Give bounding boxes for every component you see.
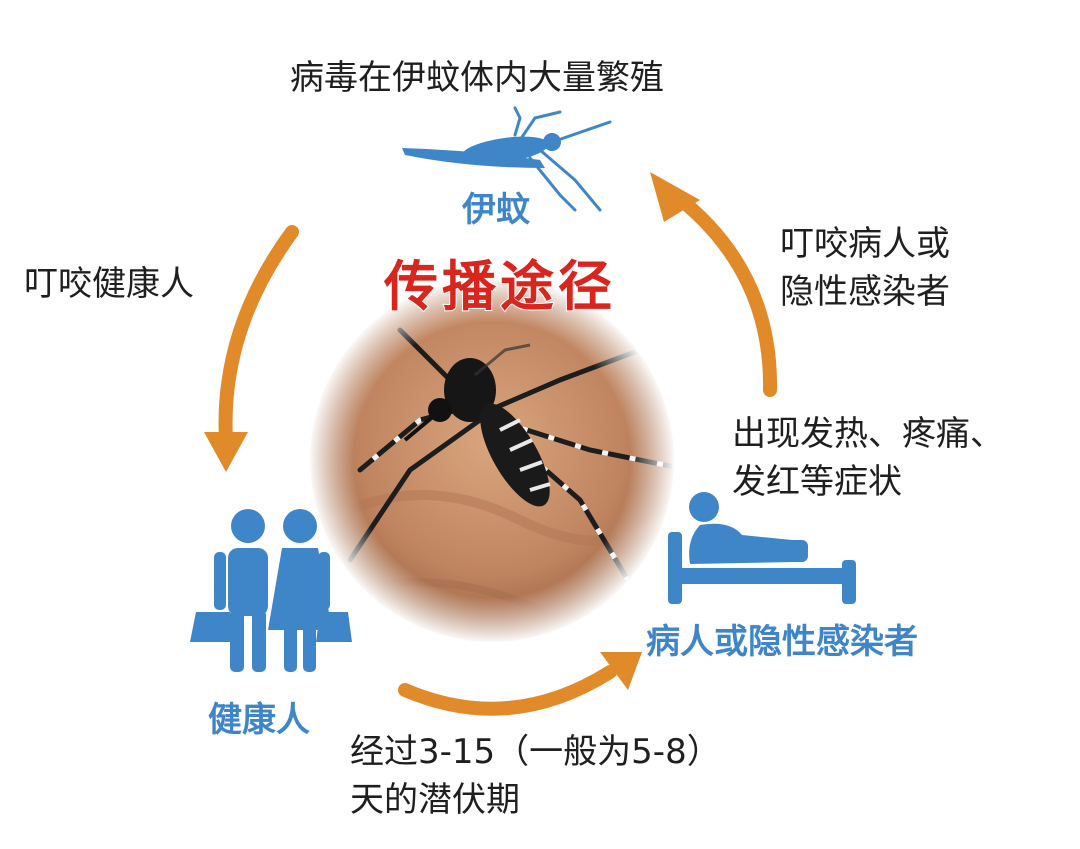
arrow-head-left	[204, 432, 248, 472]
step-bite-patient-line2: 隐性感染者	[780, 272, 950, 312]
mosquito-icon	[402, 106, 612, 212]
node-label-mosquito: 伊蚊	[462, 190, 530, 230]
mosquito-photo	[308, 276, 676, 644]
step-incubation-line2: 天的潜伏期	[350, 780, 520, 820]
step-incubation-line1: 经过3-15（一般为5-8）	[350, 732, 721, 772]
node-label-healthy: 健康人	[208, 700, 310, 740]
step-virus-multiplies: 病毒在伊蚊体内大量繁殖	[290, 58, 664, 98]
arrow-head-right	[650, 172, 700, 222]
arrow-head-bottom	[600, 652, 642, 690]
people-icon	[190, 509, 352, 672]
node-label-patient: 病人或隐性感染者	[646, 622, 918, 662]
patient-bed-icon	[668, 492, 856, 604]
step-bite-patient-line1: 叮咬病人或	[780, 224, 950, 264]
step-bite-healthy: 叮咬健康人	[24, 264, 194, 304]
step-symptoms-line1: 出现发热、疼痛、	[732, 414, 1004, 454]
step-symptoms-line2: 发红等症状	[732, 462, 902, 502]
diagram-title: 传播途径	[383, 254, 616, 319]
cycle-arrows	[218, 188, 778, 716]
